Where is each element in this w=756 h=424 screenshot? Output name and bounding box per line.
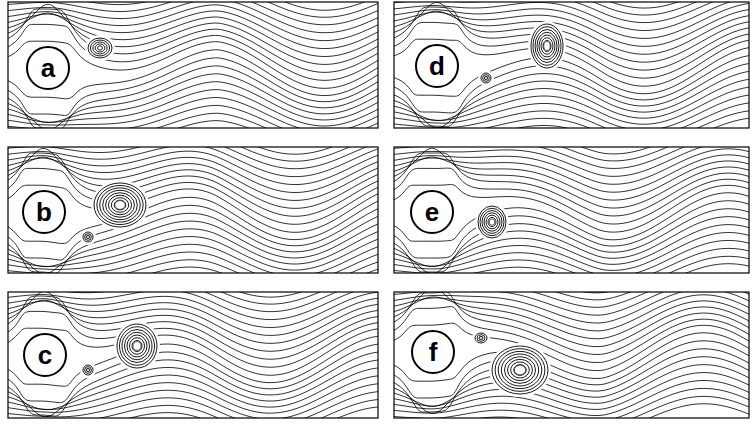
panel-letter: f [429, 339, 438, 365]
streamline [394, 380, 749, 415]
streamline-panel [8, 2, 378, 128]
cylinder-label: d [415, 44, 459, 88]
streamline [8, 2, 378, 25]
panel-letter: e [425, 199, 439, 225]
streamline [8, 300, 378, 343]
panel-frame [394, 292, 749, 418]
streamline [8, 228, 378, 267]
streamline [8, 292, 378, 328]
streamline [8, 113, 378, 128]
vortex [80, 229, 96, 245]
streamline [8, 236, 378, 270]
streamline [8, 407, 378, 418]
streamline [394, 225, 749, 267]
streamline [394, 94, 749, 128]
vortex [80, 362, 96, 378]
streamline [8, 266, 378, 273]
vortex [489, 343, 551, 397]
streamline [394, 102, 749, 128]
streamline [394, 297, 749, 339]
streamline [8, 90, 378, 126]
streamline [8, 391, 378, 418]
cylinder-label: b [22, 190, 66, 234]
streamline [8, 251, 378, 273]
panel-letter: c [38, 342, 52, 368]
cylinder-label: c [23, 333, 67, 377]
streamline-panel [394, 292, 749, 418]
streamline-panel [394, 147, 749, 273]
streamline [394, 147, 749, 168]
cylinder-label: e [410, 190, 454, 234]
streamline [394, 2, 749, 31]
streamline [394, 2, 749, 23]
streamline [8, 259, 378, 273]
vortex [478, 70, 494, 86]
streamline-panel [8, 292, 378, 418]
cylinder-label: a [26, 46, 70, 90]
streamline [394, 388, 749, 418]
streamline [8, 399, 378, 418]
vortex [475, 203, 509, 241]
streamline [394, 365, 749, 407]
streamline [394, 264, 749, 273]
vortex [85, 35, 115, 61]
streamline [8, 13, 378, 56]
panel-frame [8, 292, 378, 418]
streamline [8, 147, 378, 154]
streamline [394, 396, 749, 418]
streamline [8, 5, 378, 41]
streamline [8, 97, 378, 128]
streamline [394, 256, 749, 273]
panel-letter: a [41, 55, 55, 81]
streamline [394, 110, 749, 128]
streamline [394, 118, 749, 128]
streamline [8, 2, 378, 17]
streamline [8, 148, 378, 208]
cylinder-label: f [411, 330, 455, 374]
streamline [8, 243, 378, 273]
panel-frame [8, 2, 378, 128]
streamline [8, 368, 378, 410]
vortex [472, 330, 490, 346]
panel-letter: d [429, 53, 445, 79]
streamline [394, 233, 749, 271]
streamline [8, 220, 378, 273]
streamline-panel [394, 2, 749, 128]
panel-letter: b [36, 199, 52, 225]
streamline [8, 151, 378, 184]
streamline [8, 383, 378, 418]
streamline [8, 360, 378, 417]
streamline-panel [8, 147, 378, 273]
panel-frame [8, 147, 378, 273]
vortex [114, 321, 160, 371]
streamline [394, 86, 749, 124]
streamline [394, 240, 749, 273]
vortex [91, 180, 149, 230]
streamline [394, 404, 749, 418]
vortex [528, 21, 566, 71]
panel-frame [394, 147, 749, 273]
panel-frame [394, 2, 749, 128]
streamline [8, 121, 378, 128]
